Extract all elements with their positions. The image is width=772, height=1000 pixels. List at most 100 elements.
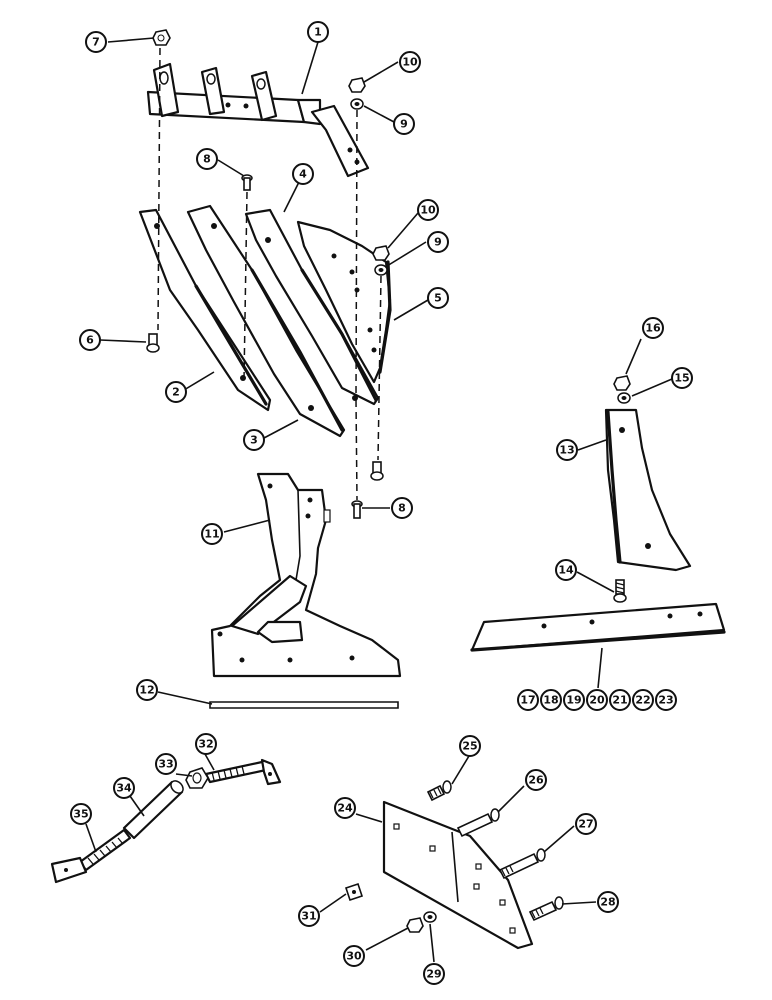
- bolt-14: [613, 579, 627, 603]
- callout-13: 13: [556, 439, 578, 461]
- callout-29: 29: [423, 963, 445, 985]
- callout-1: 1: [307, 21, 329, 43]
- part-13-shin: [604, 408, 692, 572]
- nut-10-mid: [372, 245, 390, 261]
- callout-33: 33: [155, 753, 177, 775]
- svg-text:8: 8: [203, 153, 211, 166]
- callout-31: 31: [298, 905, 320, 927]
- callout-20: 20: [586, 689, 608, 711]
- leader-lines: [85, 37, 673, 963]
- svg-text:29: 29: [426, 968, 441, 981]
- svg-text:19: 19: [566, 694, 581, 707]
- part-12-bar: [209, 701, 399, 709]
- svg-text:9: 9: [400, 118, 408, 131]
- bolt-25: [426, 780, 452, 802]
- svg-text:28: 28: [600, 896, 615, 909]
- callout-26: 26: [525, 769, 547, 791]
- svg-text:22: 22: [635, 694, 650, 707]
- svg-text:32: 32: [198, 738, 213, 751]
- callout-32: 32: [195, 733, 217, 755]
- callout-11: 11: [201, 523, 223, 545]
- part-11-frog: [210, 472, 402, 678]
- rod-end-35: [50, 828, 132, 884]
- bolt-8-lower: [351, 500, 363, 519]
- callout-30: 30: [343, 945, 365, 967]
- svg-text:23: 23: [658, 694, 673, 707]
- svg-text:33: 33: [158, 758, 173, 771]
- washer-9-top: [350, 98, 364, 110]
- callout-4: 4: [292, 163, 314, 185]
- svg-text:21: 21: [612, 694, 627, 707]
- nut-30: [406, 917, 424, 933]
- callout-12: 12: [136, 679, 158, 701]
- callout-9-top: 9: [393, 113, 415, 135]
- bolt-27: [498, 848, 546, 880]
- svg-text:8: 8: [398, 502, 406, 515]
- callout-10-top: 10: [399, 51, 421, 73]
- part-1-bracket: [146, 62, 370, 178]
- callout-16: 16: [642, 317, 664, 339]
- tube-34: [122, 780, 184, 840]
- svg-text:4: 4: [299, 168, 307, 181]
- callout-3: 3: [243, 429, 265, 451]
- svg-text:25: 25: [462, 740, 477, 753]
- svg-text:15: 15: [674, 372, 689, 385]
- svg-text:35: 35: [73, 808, 88, 821]
- callouts: 1 2 3 4 5 6 7 8 8 9 9 10 10 11 12 13 14 …: [70, 21, 693, 985]
- callout-22: 22: [632, 689, 654, 711]
- part-3-plate: [186, 204, 346, 438]
- svg-text:34: 34: [116, 782, 132, 795]
- svg-text:11: 11: [204, 528, 219, 541]
- part-4-plate: [244, 208, 380, 406]
- callout-23: 23: [655, 689, 677, 711]
- svg-text:26: 26: [528, 774, 544, 787]
- callout-15: 15: [671, 367, 693, 389]
- svg-text:6: 6: [86, 334, 94, 347]
- svg-text:24: 24: [337, 802, 353, 815]
- part-24-plate: [382, 800, 534, 950]
- nut-29: [423, 911, 437, 923]
- callout-24: 24: [334, 797, 356, 819]
- share-blade: [470, 602, 726, 652]
- square-nut-31: [344, 882, 364, 902]
- washer-9-mid: [374, 264, 388, 276]
- svg-text:2: 2: [172, 386, 180, 399]
- callout-21: 21: [609, 689, 631, 711]
- svg-text:13: 13: [559, 444, 574, 457]
- svg-text:18: 18: [543, 694, 558, 707]
- svg-text:14: 14: [558, 564, 574, 577]
- callout-7: 7: [85, 31, 107, 53]
- callout-35: 35: [70, 803, 92, 825]
- bolt-8-right: [370, 461, 384, 481]
- callout-5: 5: [427, 287, 449, 309]
- assembly-lines: [157, 47, 382, 501]
- callout-19: 19: [563, 689, 585, 711]
- nut-7: [152, 29, 171, 46]
- svg-text:20: 20: [589, 694, 605, 707]
- svg-text:5: 5: [434, 292, 442, 305]
- callout-6: 6: [79, 329, 101, 351]
- bolt-26: [456, 808, 500, 838]
- bolt-28: [528, 896, 564, 922]
- svg-text:12: 12: [139, 684, 154, 697]
- svg-text:10: 10: [420, 204, 436, 217]
- svg-text:16: 16: [645, 322, 661, 335]
- svg-text:27: 27: [578, 818, 593, 831]
- callout-18: 18: [540, 689, 562, 711]
- svg-text:1: 1: [314, 26, 322, 39]
- callout-27: 27: [575, 813, 597, 835]
- callout-25: 25: [459, 735, 481, 757]
- svg-text:10: 10: [402, 56, 418, 69]
- washer-15: [617, 392, 631, 404]
- callout-17: 17: [517, 689, 539, 711]
- nut-10-top: [348, 77, 366, 93]
- callout-8-right: 8: [391, 497, 413, 519]
- svg-text:3: 3: [250, 434, 258, 447]
- svg-text:7: 7: [92, 36, 100, 49]
- callout-28: 28: [597, 891, 619, 913]
- nut-16: [613, 375, 631, 391]
- bolt-8-top: [241, 174, 253, 191]
- svg-text:17: 17: [520, 694, 535, 707]
- callout-8-top: 8: [196, 148, 218, 170]
